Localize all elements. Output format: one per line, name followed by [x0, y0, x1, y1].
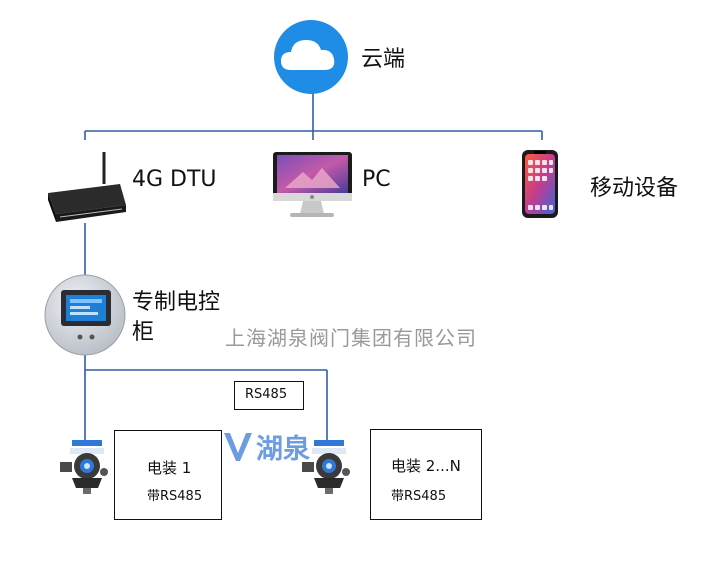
- actuator1-title: 电装 1: [147, 459, 192, 477]
- electric-actuator-icon: [302, 440, 350, 494]
- actuator2-box: 电装 2...N 带RS485: [370, 429, 482, 520]
- control-cabinet-icon: [44, 274, 126, 356]
- smartphone-icon: [522, 150, 558, 218]
- company-logo-watermark: 湖泉: [214, 431, 311, 465]
- watermark-company-text: 上海湖泉阀门集团有限公司: [225, 326, 477, 350]
- router-icon: [48, 152, 126, 222]
- rs485-label-box: RS485: [234, 381, 304, 410]
- actuator1-box: 电装 1 带RS485: [114, 430, 222, 520]
- actuator2-subtitle: 带RS485: [391, 489, 447, 504]
- cabinet-label-line1: 专制电控: [132, 290, 221, 315]
- pc-label: PC: [362, 167, 391, 192]
- dtu-label: 4G DTU: [132, 167, 217, 192]
- actuator1-subtitle: 带RS485: [147, 489, 203, 504]
- electric-actuator-icon: [60, 440, 108, 494]
- monitor-icon: [273, 152, 352, 217]
- cloud-icon: [274, 20, 348, 94]
- cloud-label: 云端: [361, 47, 406, 72]
- logo-text: 湖泉: [256, 433, 311, 465]
- connection-lines: [84, 92, 543, 442]
- rs485-label: RS485: [245, 387, 288, 402]
- mobile-label: 移动设备: [590, 176, 679, 201]
- cabinet-label-line2: 柜: [132, 320, 155, 345]
- actuator2-title: 电装 2...N: [391, 457, 461, 475]
